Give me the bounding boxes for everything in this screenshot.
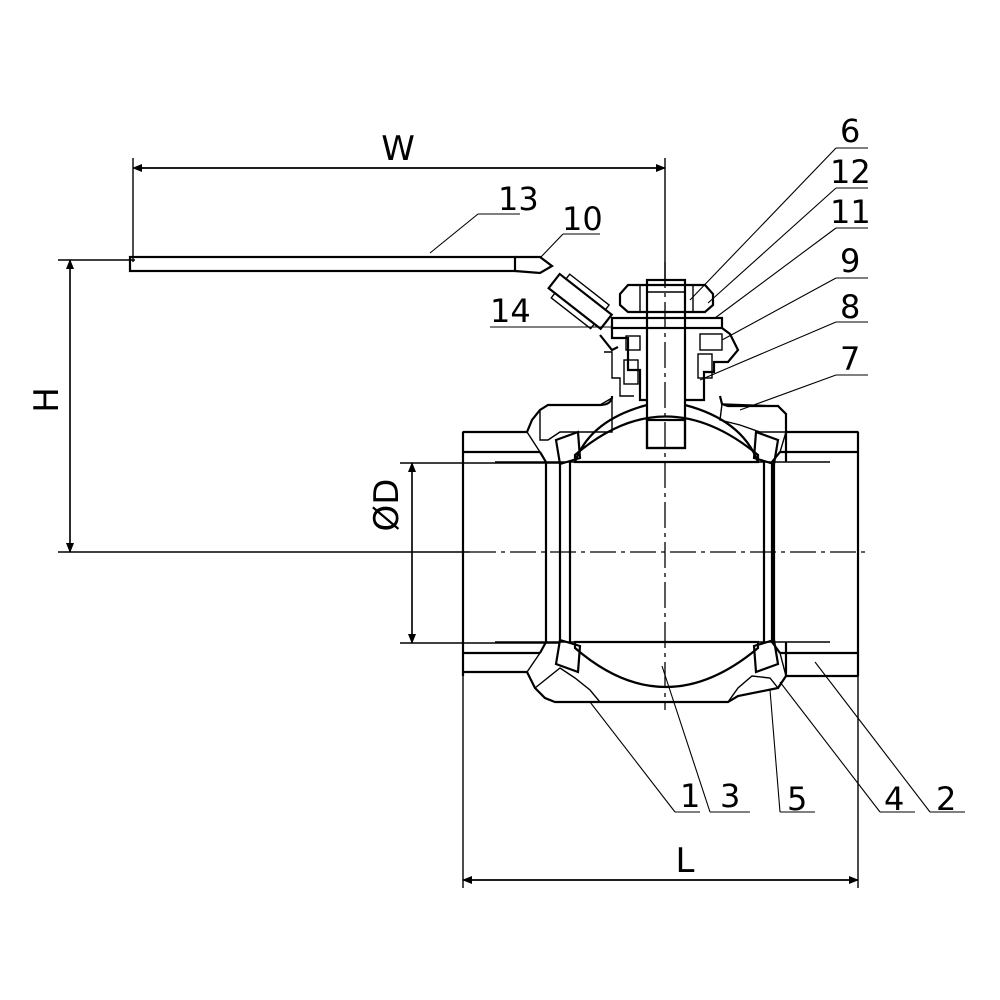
stem-assembly: [604, 278, 740, 450]
part-label-7: 7: [840, 340, 860, 378]
part-label-10: 10: [562, 200, 603, 238]
part-label-11: 11: [830, 193, 871, 231]
leader-lines: [429, 147, 965, 813]
part-label-6: 6: [840, 112, 860, 150]
dimension-l-label: L: [676, 841, 695, 881]
part-label-1: 1: [680, 777, 700, 815]
part-labels: 13 10 14 6 12 11 9 8 7 1 3 5 4 2: [490, 112, 956, 818]
ball: [573, 403, 760, 688]
dimension-w: W: [132, 129, 666, 285]
part-label-13: 13: [498, 180, 539, 218]
part-label-12: 12: [830, 153, 871, 191]
part-label-8: 8: [840, 288, 860, 326]
handle-lever: [128, 255, 619, 352]
part-label-5: 5: [787, 780, 807, 818]
dimension-w-label: W: [381, 129, 415, 169]
part-label-3: 3: [720, 777, 740, 815]
dimension-d-label: ØD: [367, 479, 407, 532]
center-lines: [470, 262, 870, 710]
part-label-2: 2: [936, 780, 956, 818]
valve-body: [461, 395, 860, 704]
dimension-l: L: [462, 670, 859, 888]
part-label-4: 4: [884, 780, 904, 818]
dimension-h-label: H: [27, 387, 67, 413]
dimension-d: ØD: [367, 462, 560, 644]
part-label-14: 14: [490, 292, 531, 330]
part-label-9: 9: [840, 242, 860, 280]
dimension-h: H: [27, 259, 470, 553]
